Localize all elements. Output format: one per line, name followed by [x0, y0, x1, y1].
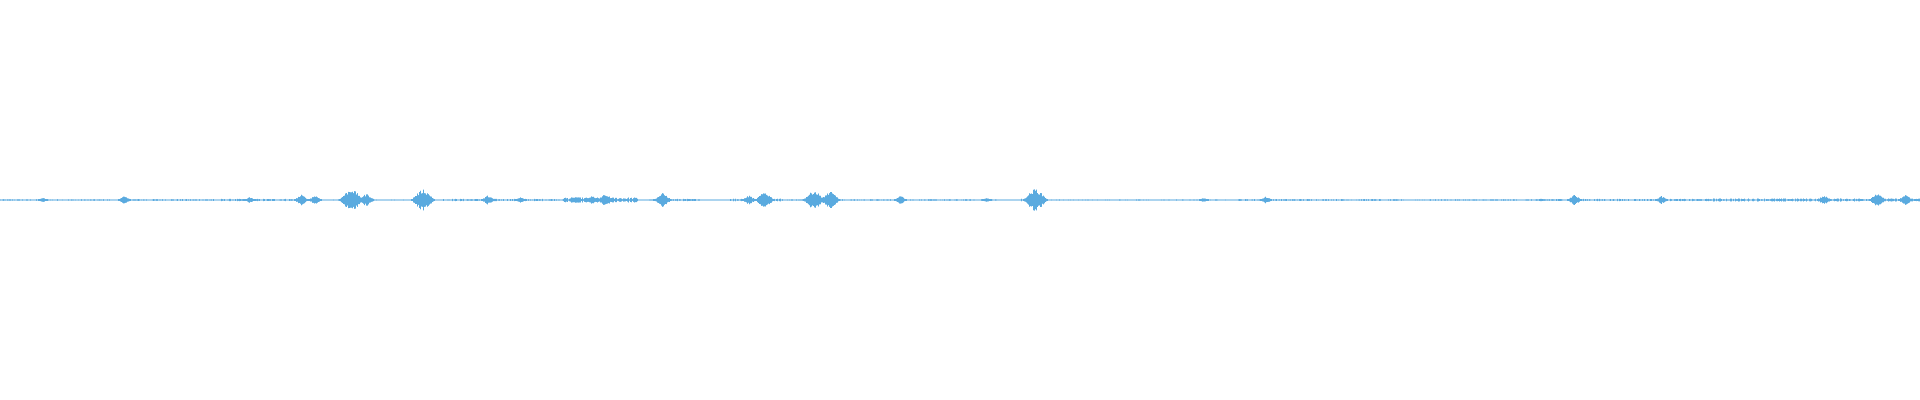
waveform-peak: [820, 191, 840, 209]
waveform-peak: [308, 196, 322, 204]
waveform-peak: [1199, 198, 1209, 202]
waveform-peak: [1817, 196, 1831, 204]
waveform-peak: [597, 195, 613, 205]
waveform-peak: [1567, 195, 1582, 205]
waveform-peak: [38, 198, 48, 202]
waveform-peak: [118, 196, 131, 204]
waveform-peak: [481, 195, 495, 205]
waveform-peak: [982, 198, 992, 202]
waveform-peak: [1655, 195, 1668, 205]
waveform-peak: [894, 196, 907, 204]
waveform-peak: [1023, 189, 1048, 211]
waveform-noise: [0, 197, 1920, 203]
waveform-peak: [294, 194, 309, 206]
waveform-peak: [570, 197, 582, 203]
waveform-peak: [358, 194, 374, 206]
waveform-peak: [411, 189, 435, 211]
waveform-peak: [244, 197, 255, 203]
waveform-peak: [1869, 194, 1886, 206]
waveform-peak: [1260, 196, 1272, 204]
waveform-peak: [654, 193, 671, 207]
waveform-peak: [585, 196, 599, 204]
waveform-peak: [515, 197, 526, 203]
waveform-peak: [1898, 195, 1913, 205]
waveform-peak: [742, 195, 756, 205]
waveform-peak: [755, 193, 774, 207]
